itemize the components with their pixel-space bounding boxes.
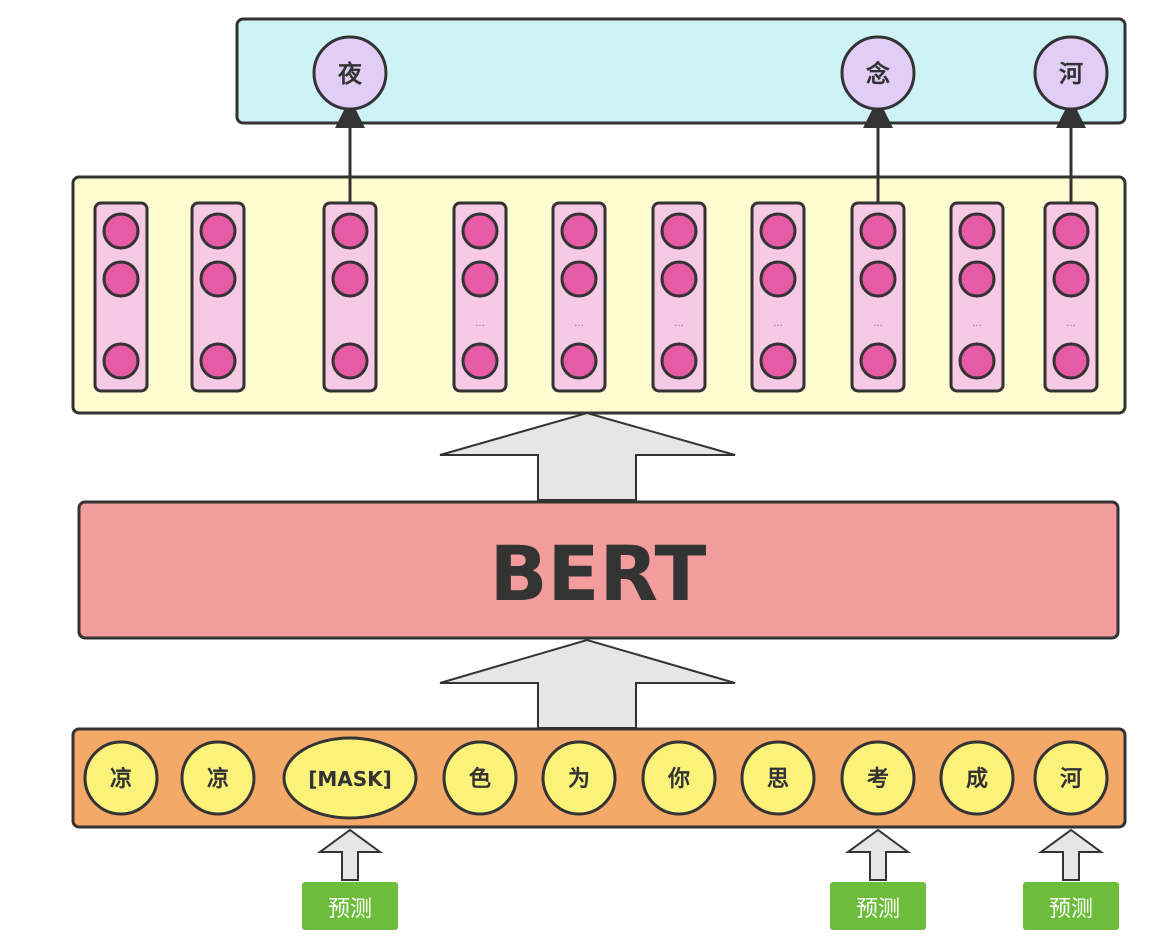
hidden-node — [1052, 342, 1090, 380]
output-token-circle — [840, 35, 916, 111]
hidden-node — [859, 342, 897, 380]
input-token-label: 考 — [867, 767, 889, 792]
output-token-label: 河 — [1059, 60, 1083, 88]
predict-label: 预测 — [1049, 897, 1093, 922]
input-token-label: 为 — [568, 767, 590, 792]
hidden-node — [958, 212, 996, 250]
bert-box — [77, 500, 1120, 640]
hidden-node — [461, 260, 499, 298]
ellipsis-dots: ... — [475, 318, 485, 329]
predict-label: 预测 — [328, 897, 372, 922]
output-token-label: 夜 — [337, 60, 363, 88]
input-token-label: 成 — [966, 767, 988, 792]
hidden-node — [331, 212, 369, 250]
input-token — [840, 740, 916, 816]
hidden-node — [759, 342, 797, 380]
predict-label: 预测 — [856, 897, 900, 922]
ellipsis-dots: ... — [674, 318, 684, 329]
input-token — [180, 740, 256, 816]
ellipsis-dots: ... — [574, 318, 584, 329]
hidden-node — [461, 212, 499, 250]
hidden-node — [102, 212, 140, 250]
hidden-node — [660, 342, 698, 380]
hidden-node — [759, 212, 797, 250]
ellipsis-dots: ... — [1066, 318, 1076, 329]
hidden-node — [859, 212, 897, 250]
hidden-node — [560, 342, 598, 380]
ellipsis-dots: ... — [972, 318, 982, 329]
predict-badge — [1023, 882, 1119, 930]
input-token — [939, 740, 1015, 816]
hidden-node — [660, 212, 698, 250]
hidden-node — [461, 342, 499, 380]
predict-arrow — [316, 828, 384, 881]
input-token — [442, 740, 518, 816]
input-token — [641, 740, 717, 816]
bert-label: BERT — [490, 529, 707, 618]
output-token-label: 念 — [866, 60, 890, 88]
input-token-label: 思 — [767, 767, 789, 792]
hidden-node — [102, 342, 140, 380]
input-token — [1033, 740, 1109, 816]
input-token-label: [MASK] — [308, 767, 392, 791]
hidden-node — [1052, 260, 1090, 298]
big-arrow-up-top — [439, 411, 736, 501]
predict-badge — [830, 882, 926, 930]
ellipsis-dots: ... — [773, 318, 783, 329]
input-token-label: 色 — [469, 766, 491, 792]
hidden-node — [199, 212, 237, 250]
hidden-node — [958, 342, 996, 380]
hidden-node — [859, 260, 897, 298]
input-token — [83, 740, 159, 816]
hidden-node — [660, 260, 698, 298]
mask-token — [282, 736, 418, 820]
hidden-node — [102, 260, 140, 298]
hidden-node — [958, 260, 996, 298]
output-token-circle — [1033, 35, 1109, 111]
input-token — [740, 740, 816, 816]
input-token-label: 你 — [667, 767, 690, 792]
predict-badge — [302, 882, 398, 930]
hidden-node — [759, 260, 797, 298]
hidden-node — [199, 260, 237, 298]
input-token-label: 凉 — [110, 766, 132, 792]
input-token — [541, 740, 617, 816]
output-token-circle — [312, 35, 388, 111]
input-token-label: 凉 — [207, 766, 229, 792]
hidden-node — [331, 342, 369, 380]
hidden-node — [560, 260, 598, 298]
input-token-label: 河 — [1060, 767, 1082, 792]
hidden-node — [1052, 212, 1090, 250]
predict-arrow — [844, 828, 912, 881]
predict-arrow — [1037, 828, 1105, 881]
hidden-node — [199, 342, 237, 380]
big-arrow-up-bottom — [439, 638, 736, 729]
hidden-node — [331, 260, 369, 298]
ellipsis-dots: ... — [873, 318, 883, 329]
hidden-node — [560, 212, 598, 250]
